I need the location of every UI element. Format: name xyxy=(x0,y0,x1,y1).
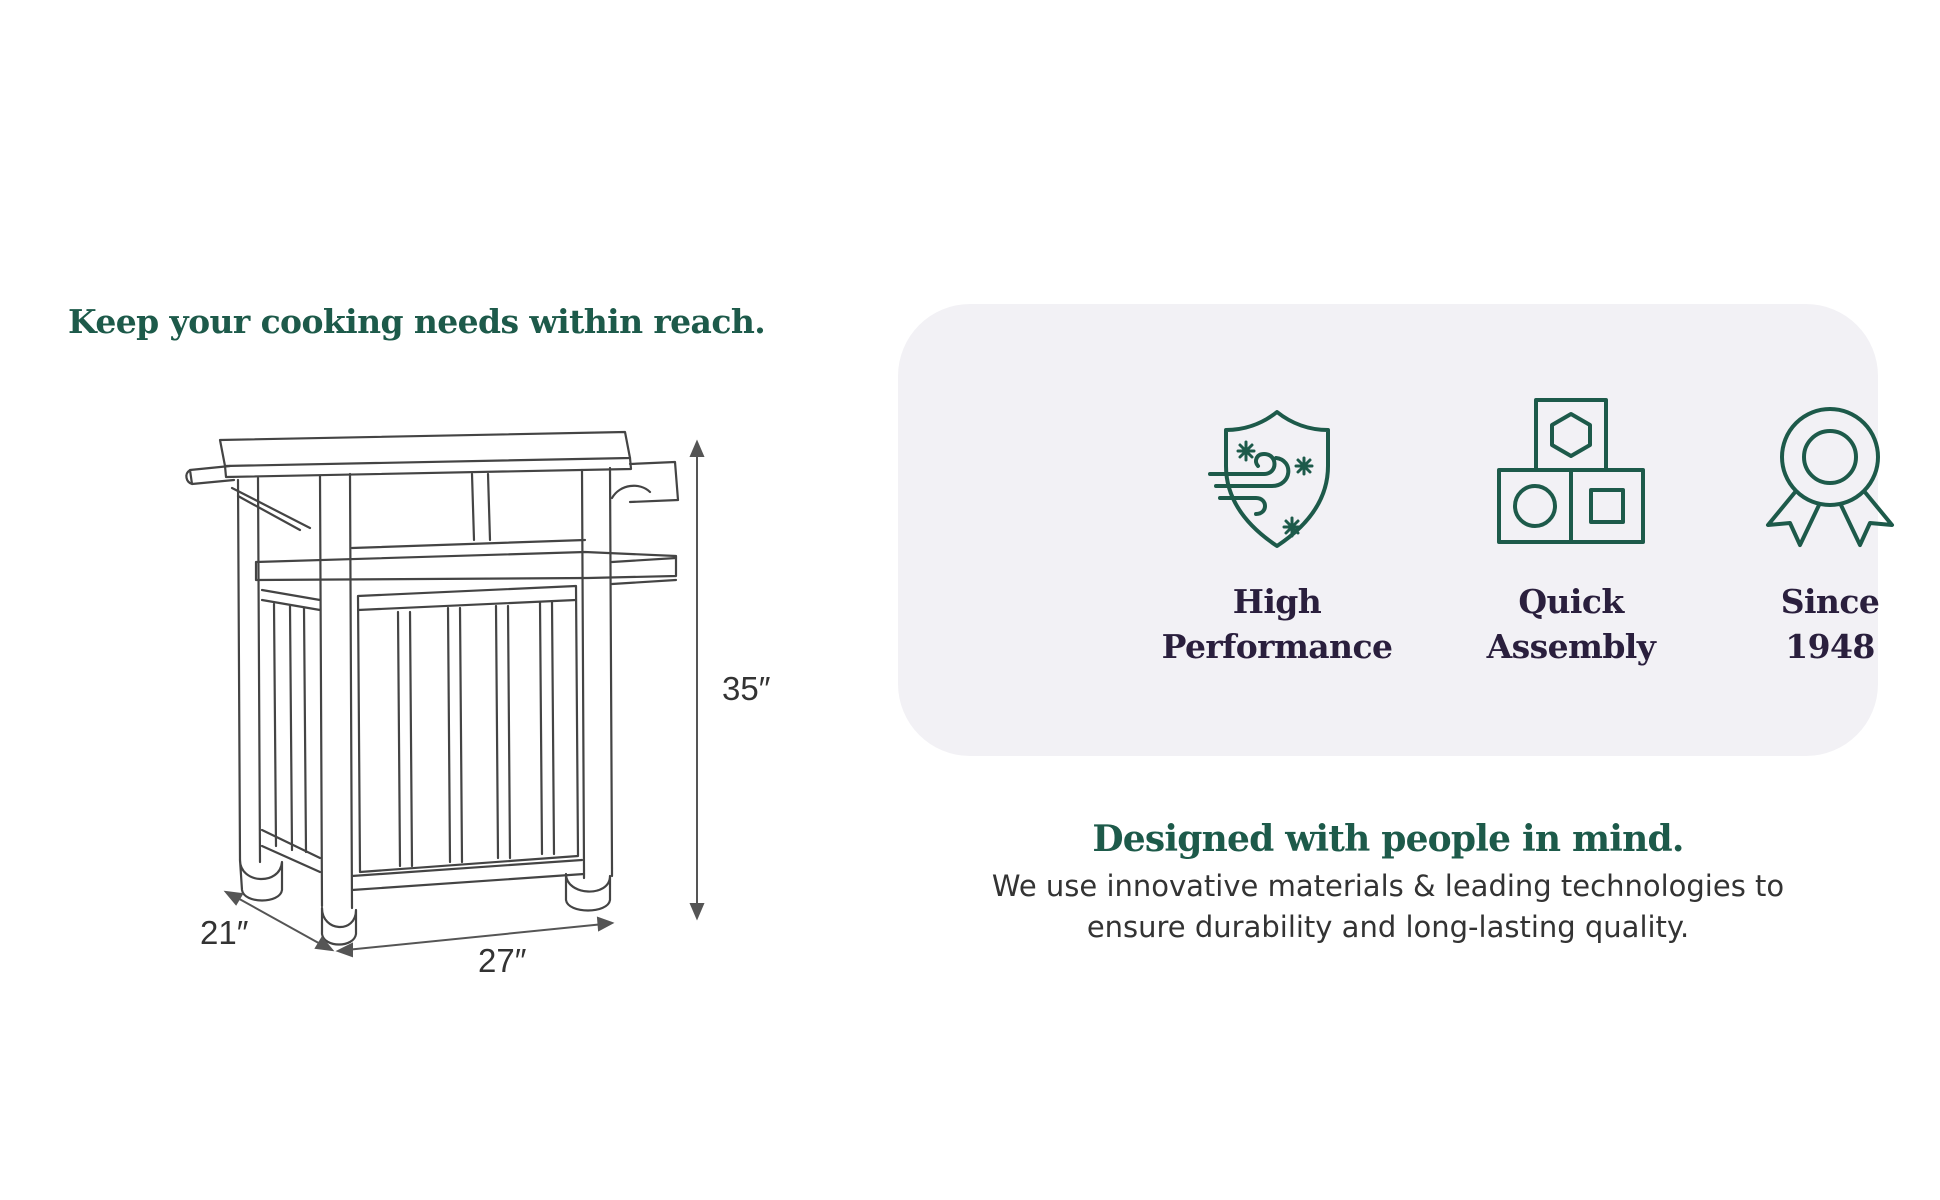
cart-line-drawing: 35″ 21″ 27″ xyxy=(185,430,771,979)
designed-body: We use innovative materials & leading te… xyxy=(898,866,1878,948)
dimension-width: 27″ xyxy=(478,942,527,979)
feature-label-line2: 1948 xyxy=(1785,627,1875,666)
dimension-height: 35″ xyxy=(722,670,771,707)
section-headline: Keep your cooking needs within reach. xyxy=(68,302,766,341)
feature-label-line2: Assembly xyxy=(1486,627,1656,666)
assembly-blocks-icon xyxy=(1497,398,1645,544)
feature-label: Since 1948 xyxy=(1680,579,1940,669)
feature-label-line2: Performance xyxy=(1161,627,1393,666)
feature-label-line1: Quick xyxy=(1518,582,1624,621)
feature-label: High Performance xyxy=(1127,579,1427,669)
weather-shield-icon xyxy=(1208,410,1330,548)
feature-label-line1: High xyxy=(1232,582,1322,621)
award-ribbon-icon xyxy=(1766,407,1894,547)
designed-body-line2: ensure durability and long-lasting quali… xyxy=(1086,910,1690,944)
designed-body-line1: We use innovative materials & leading te… xyxy=(991,869,1785,903)
dimension-depth: 21″ xyxy=(200,914,249,951)
feature-label-line1: Since xyxy=(1780,582,1880,621)
designed-title: Designed with people in mind. xyxy=(1092,818,1684,860)
features-panel: High Performance Quick Assembly Since 19… xyxy=(898,304,1894,756)
feature-label: Quick Assembly xyxy=(1421,579,1721,669)
